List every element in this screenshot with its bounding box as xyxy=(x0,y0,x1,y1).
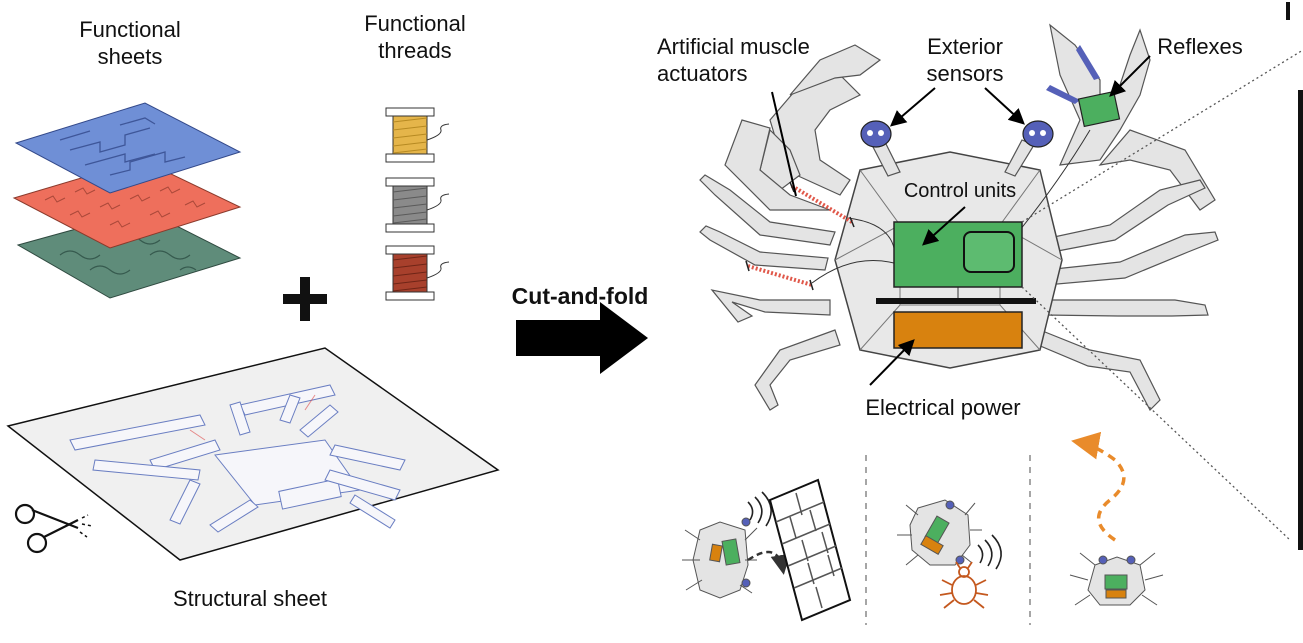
plus-symbol xyxy=(283,277,327,321)
spool-yellow xyxy=(385,107,450,163)
crab-left-claw xyxy=(724,44,882,211)
electrical-power-arrow xyxy=(869,339,915,386)
functional-threads xyxy=(385,107,450,301)
reflexes-arrow xyxy=(1109,55,1151,97)
crab-right-legs xyxy=(1037,179,1219,412)
functional-sheets-line-2: sheets xyxy=(97,44,163,69)
cut-and-fold-arrow xyxy=(516,302,648,374)
artificial-muscle-label: Artificial muscle actuators xyxy=(657,33,810,87)
crab-wire-3 xyxy=(1019,129,1091,231)
scissors-icon xyxy=(14,503,93,554)
cut-and-fold-label: Cut-and-fold xyxy=(511,283,649,309)
structural-sheet xyxy=(6,347,500,561)
reflexes-module xyxy=(1077,90,1121,128)
artificial-muscle-line-1: Artificial muscle xyxy=(657,34,810,59)
claw-tip-blue-1 xyxy=(1076,45,1100,80)
exterior-sensor-left xyxy=(860,120,892,148)
spool-red xyxy=(385,245,450,301)
power-divider xyxy=(876,298,1036,304)
electrical-power-unit xyxy=(893,311,1023,349)
exterior-sensors-line-1: Exterior xyxy=(927,34,1003,59)
detail-panel-edge xyxy=(1286,2,1303,550)
right-sensor-arrow xyxy=(984,87,1025,125)
left-sensor-arrow xyxy=(889,87,936,127)
behavior-scene-bug xyxy=(897,499,1002,609)
spool-gray xyxy=(385,177,450,233)
turning-path xyxy=(1071,431,1126,542)
control-unit-chip xyxy=(963,231,1015,273)
mini-crab-3 xyxy=(1069,552,1164,606)
structural-sheet-label: Structural sheet xyxy=(172,586,328,611)
scene-dividers xyxy=(865,455,1031,625)
crab-wire-2 xyxy=(811,260,895,284)
callout-arrows xyxy=(771,55,1151,386)
behavior-scene-path xyxy=(1069,431,1164,606)
electrical-power-label: Electrical power xyxy=(865,395,1021,420)
signal-waves-1 xyxy=(747,491,772,527)
exterior-sensor-right xyxy=(1022,120,1054,148)
reflexes-label: Reflexes xyxy=(1157,34,1243,59)
crab-wire-1 xyxy=(847,217,895,249)
claw-tip-blue-2 xyxy=(1046,85,1080,104)
functional-threads-line-1: Functional xyxy=(364,11,466,36)
muscle-callout-line xyxy=(771,91,797,197)
mini-crab-1 xyxy=(682,517,758,599)
control-units-label: Control units xyxy=(903,180,1017,202)
avoid-arrow xyxy=(747,550,791,575)
artificial-muscle-line-2: actuators xyxy=(657,61,748,86)
signal-waves-2 xyxy=(977,534,1002,570)
bug-icon xyxy=(939,561,989,609)
functional-sheet-green xyxy=(16,209,242,299)
control-units-arrow xyxy=(922,206,966,246)
functional-threads-label: Functional threads xyxy=(340,10,490,64)
crab-left-legs xyxy=(699,174,841,411)
zoom-lines xyxy=(1021,49,1303,541)
behavior-scene-wall xyxy=(682,478,852,622)
brick-wall-icon xyxy=(768,478,852,622)
functional-threads-line-2: threads xyxy=(378,38,452,63)
functional-sheets-label: Functional sheets xyxy=(55,16,205,70)
functional-sheet-blue xyxy=(14,102,242,194)
mini-crab-2 xyxy=(897,499,982,566)
functional-sheets-line-1: Functional xyxy=(79,17,181,42)
functional-sheets-stack xyxy=(12,102,242,299)
muscle-actuator-2 xyxy=(745,260,814,291)
exterior-sensors-line-2: sensors xyxy=(926,61,1004,86)
crab-robot xyxy=(699,23,1219,412)
exterior-sensors-label: Exterior sensors xyxy=(900,33,1030,87)
muscle-actuator-1 xyxy=(789,181,855,228)
